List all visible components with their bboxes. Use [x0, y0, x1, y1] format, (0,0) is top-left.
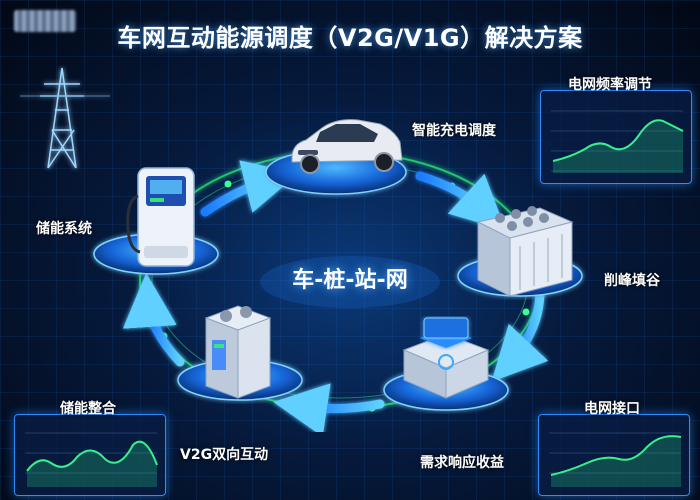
controller-chip-icon	[402, 317, 490, 399]
charging-pile-icon	[126, 167, 195, 267]
chart-panel-storage	[14, 414, 166, 496]
node-label-storage-integration: 储能整合	[60, 401, 116, 417]
grid-chart	[549, 432, 682, 487]
center-title: 车-桩-站-网	[292, 268, 408, 293]
node-label-v2g: V2G双向互动	[180, 447, 269, 463]
chart-panel-frequency	[540, 90, 692, 184]
battery-cabinet-icon	[204, 305, 272, 399]
power-tower-icon	[20, 67, 110, 169]
node-label-smart-charging: 智能充电调度	[412, 123, 496, 139]
panel-title-frequency: 电网频率调节	[568, 77, 652, 93]
chart-panel-grid	[538, 414, 690, 496]
node-label-peak-shaving: 削峰填谷	[604, 273, 660, 289]
flow-arrows	[122, 160, 549, 437]
blurred-logo	[14, 10, 76, 32]
node-label-storage-system: 储能系统	[36, 221, 92, 237]
electric-car-icon	[291, 119, 403, 174]
page-title: 车网互动能源调度（V2G/V1G）解决方案	[117, 24, 583, 52]
node-label-demand-response: 需求响应收益	[420, 455, 504, 471]
frequency-chart	[551, 110, 684, 173]
storage-chart	[25, 432, 158, 487]
energy-storage-cabinet-icon	[476, 206, 574, 297]
panel-title-grid: 电网接口	[584, 401, 640, 417]
center-glow	[260, 256, 440, 308]
